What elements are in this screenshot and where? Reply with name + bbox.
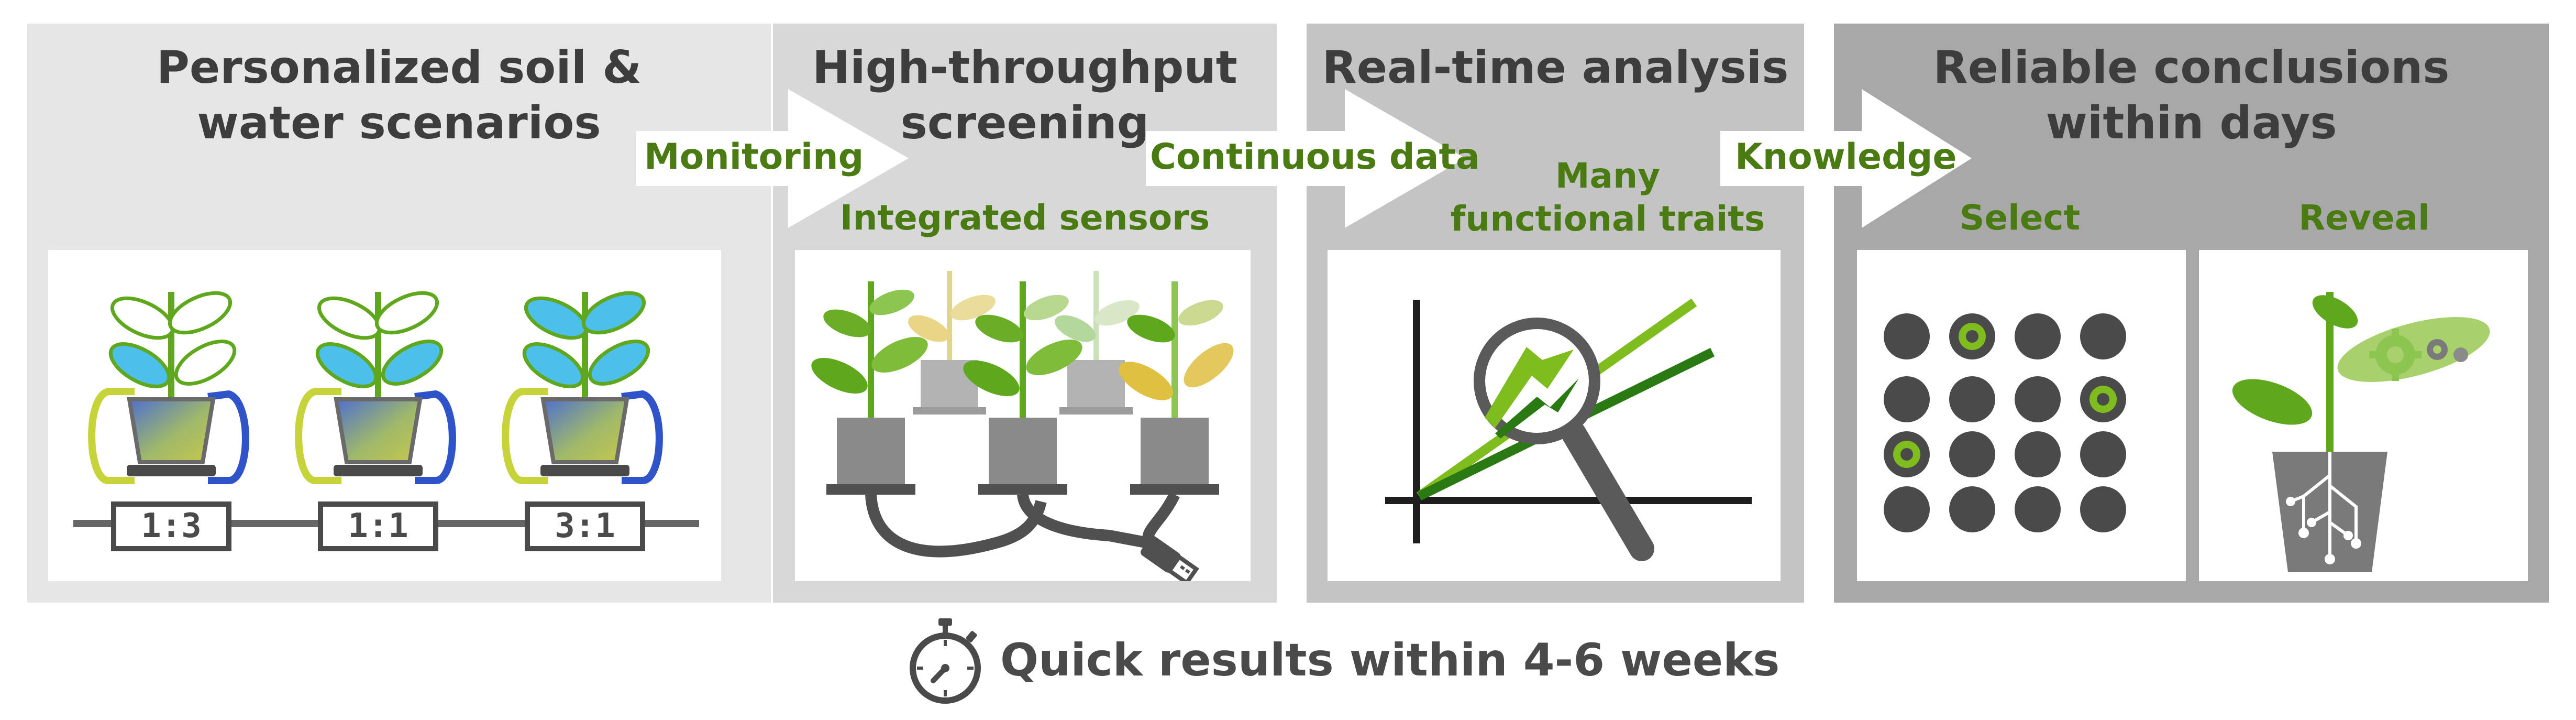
panel-title-line2: within days <box>2046 97 2337 149</box>
pot-icon <box>837 418 905 486</box>
gear-icon <box>2369 329 2422 381</box>
arrow-knowledge: Knowledge <box>1720 89 1972 228</box>
plant-pot-icon: 1:3 <box>88 291 249 551</box>
footer-quick-results: Quick results within 4-6 weeks <box>906 616 1780 705</box>
gear-icon <box>2427 339 2448 360</box>
selection-dot <box>1884 313 1930 359</box>
selection-dot <box>1884 431 1930 477</box>
selection-dot <box>2080 376 2126 422</box>
panel-title-line2: water scenarios <box>197 97 601 149</box>
sensors-card <box>795 250 1251 581</box>
reveal-plant-illustration <box>2232 292 2490 572</box>
gear-icon <box>2453 347 2468 362</box>
panel-title-line1: High-throughput <box>812 41 1237 94</box>
panel-title-line1: Personalized soil & <box>156 41 642 94</box>
selection-dot <box>1949 376 1995 422</box>
arrow-label: Continuous data <box>1150 136 1480 178</box>
ratio-display: 1:1 <box>348 507 408 546</box>
pot-icon <box>1141 418 1209 486</box>
selection-dot <box>1949 313 1995 359</box>
selection-dot <box>2015 313 2061 359</box>
usb-plug-icon <box>1141 536 1199 581</box>
panel-title-line2: screening <box>900 97 1149 149</box>
plant-unit: 1:3 1:1 3:1 <box>88 291 663 551</box>
panel-subtitle: Integrated sensors <box>839 198 1210 238</box>
ratio-display: 3:1 <box>555 507 615 546</box>
panel-screening: High-throughput screening Integrated sen… <box>773 24 1277 603</box>
pot-icon <box>989 418 1057 486</box>
selection-dot <box>2015 486 2061 532</box>
selection-dot <box>2080 313 2126 359</box>
selection-dot <box>1884 486 1930 532</box>
panel-subtitle-line1: Many <box>1555 156 1661 196</box>
plant-pot-icon: 3:1 <box>502 291 663 551</box>
plant-scenarios-illustration: 1:3 1:1 3:1 <box>73 291 699 551</box>
select-label: Select <box>1959 198 2081 238</box>
arrow-monitoring: Monitoring <box>636 89 909 228</box>
panel-title-line1: Reliable conclusions <box>1933 41 2450 94</box>
panel-analysis: Real-time analysis Many functional trait… <box>1307 24 1804 603</box>
reveal-card <box>2199 250 2528 581</box>
magnifier-icon <box>1474 318 1654 561</box>
scenario-card: 1:3 1:1 3:1 <box>48 250 721 581</box>
selection-dot <box>2080 486 2126 532</box>
footer-text: Quick results within 4-6 weeks <box>1000 634 1780 686</box>
panel-subtitle-line2: functional traits <box>1450 199 1765 239</box>
selection-dot <box>2015 376 2061 422</box>
panel-conclusions: Reliable conclusions within days Select … <box>1834 24 2549 603</box>
arrow-continuous-data: Continuous data <box>1146 89 1480 228</box>
selection-dot <box>1949 431 1995 477</box>
plant-pot-icon: 1:1 <box>295 291 456 551</box>
stopwatch-icon <box>910 618 981 704</box>
selection-dot-grid <box>1884 313 2126 532</box>
selection-dot <box>2080 431 2126 477</box>
analysis-card <box>1328 250 1781 581</box>
ratio-display: 1:3 <box>141 507 202 546</box>
arrow-label: Monitoring <box>644 136 864 178</box>
selection-dot <box>2015 431 2061 477</box>
panel-title-line1: Real-time analysis <box>1322 41 1789 94</box>
trait-graph-illustration <box>1385 298 1752 561</box>
selection-dot <box>1949 486 1995 532</box>
select-card <box>1857 250 2186 581</box>
selection-dot <box>1884 376 1930 422</box>
sensor-plants-illustration <box>811 271 1234 581</box>
reveal-label: Reveal <box>2298 198 2430 238</box>
arrow-label: Knowledge <box>1735 136 1957 178</box>
